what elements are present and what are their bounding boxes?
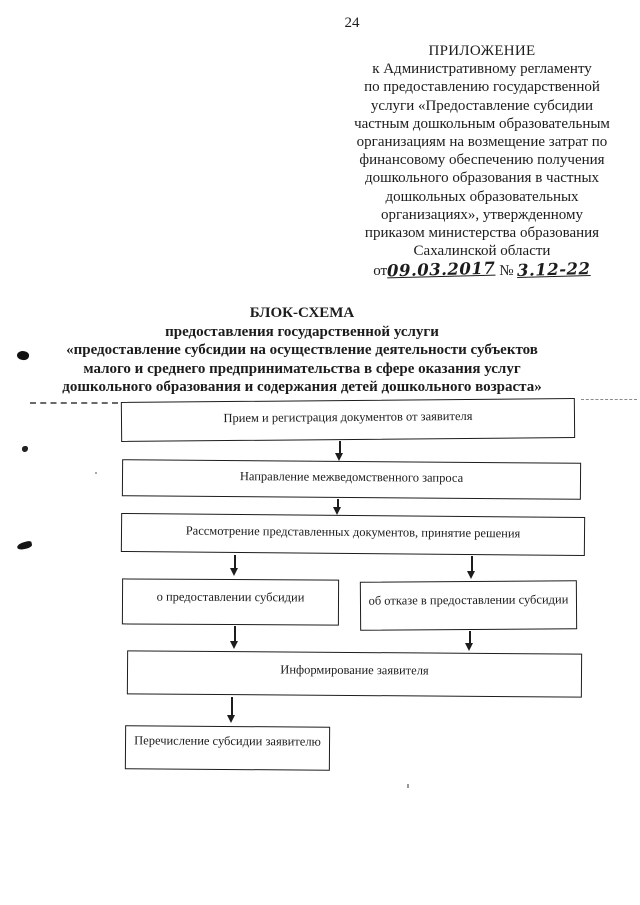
scheme-subtitle-line: «предоставление субсидии на осуществлени… [66, 342, 538, 359]
appendix-title: ПРИЛОЖЕНИЕ [428, 43, 536, 59]
order-date-handwritten: 09.03.2017 [386, 259, 496, 281]
flow-arrow-line [234, 626, 236, 642]
scan-artifact-blob [22, 446, 28, 452]
flow-box-inform-applicant: Информирование заявителя [126, 650, 583, 698]
flow-box-label: о предоставлении субсидии [156, 589, 305, 605]
arrow-down-icon [230, 641, 238, 649]
scheme-title: БЛОК-СХЕМА предоставления государственно… [22, 304, 582, 397]
appendix-line: частным дошкольным образовательным [354, 115, 610, 132]
flow-arrow-line [231, 697, 233, 716]
flow-box-label: Информирование заявителя [280, 662, 429, 678]
flow-arrow-line [471, 556, 473, 572]
flow-arrow-line [234, 555, 236, 569]
flow-box-label: об отказе в предоставлении субсидии [368, 592, 569, 608]
appendix-line: финансовому обеспечению получения [359, 152, 605, 169]
arrow-down-icon [467, 571, 475, 579]
scan-artifact-dashed-line [30, 402, 118, 404]
arrow-down-icon [465, 643, 473, 651]
arrow-down-icon [230, 568, 238, 576]
flow-box-transfer-subsidy: Перечисление субсидии заявителю [124, 725, 331, 771]
flow-box-refuse-subsidy: об отказе в предоставлении субсидии [359, 580, 578, 631]
flow-arrow-line [469, 631, 471, 644]
flow-arrow-line [339, 441, 341, 454]
appendix-line: дошкольного образования в частных [364, 170, 600, 187]
order-line: от09.03.2017 № 3.12-22 [304, 259, 640, 281]
scan-artifact-speck [95, 472, 97, 474]
flow-box-receive-register: Прием и регистрация документов от заявит… [120, 398, 576, 442]
flow-box-interagency-request: Направление межведомственного запроса [121, 459, 582, 500]
flow-box-label: Направление межведомственного запроса [239, 469, 464, 485]
flow-box-grant-subsidy: о предоставлении субсидии [121, 578, 340, 626]
appendix-line: к Административному регламенту [372, 61, 592, 78]
appendix-header: ПРИЛОЖЕНИЕ к Административному регламент… [304, 42, 640, 281]
arrow-down-icon [335, 453, 343, 461]
arrow-down-icon [227, 715, 235, 723]
flow-box-label: Прием и регистрация документов от заявит… [223, 408, 473, 426]
appendix-line: дошкольных образовательных [385, 188, 579, 205]
scheme-subtitle-line: предоставления государственной услуги [165, 323, 439, 340]
scheme-title-main: БЛОК-СХЕМА [249, 305, 355, 321]
flow-box-label: Рассмотрение представленных документов, … [185, 523, 521, 541]
appendix-line: услуги «Предоставление субсидии [370, 97, 594, 114]
appendix-line: организациям на возмещение затрат по [356, 134, 608, 151]
appendix-line: Сахалинской области [413, 243, 551, 260]
order-number-handwritten: 3.12-22 [516, 259, 591, 281]
scan-artifact-speck [407, 784, 409, 788]
scan-artifact-blob [16, 540, 33, 551]
appendix-line: организациях», утвержденному [380, 206, 584, 223]
scheme-subtitle-line: дошкольного образования и содержания дет… [62, 379, 542, 396]
appendix-line: приказом министерства образования [364, 225, 600, 242]
order-prefix: от [373, 263, 388, 280]
page-number: 24 [344, 15, 360, 31]
arrow-down-icon [333, 507, 341, 515]
order-number-sign: № [499, 263, 514, 280]
flow-box-label: Перечисление субсидии заявителю [134, 733, 321, 749]
flow-box-review-decision: Рассмотрение представленных документов, … [120, 512, 586, 557]
flow-arrow-line [337, 499, 339, 508]
appendix-line: по предоставлению государственной [364, 79, 600, 96]
scan-artifact-dashed-line [581, 399, 637, 400]
scheme-subtitle-line: малого и среднего предпринимательства в … [83, 360, 521, 377]
